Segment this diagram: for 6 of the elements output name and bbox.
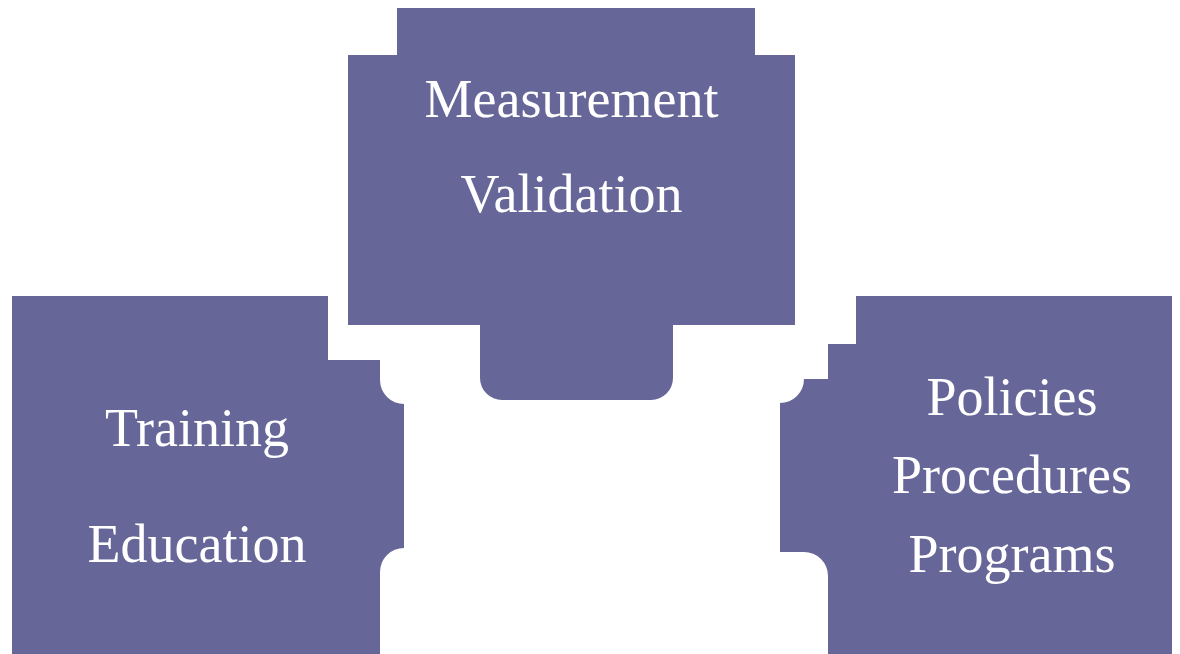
node-label: Measurement Validation [423,68,720,226]
puzzle-piece [780,296,1172,654]
node-label: Policies Procedures Programs [891,366,1133,586]
puzzle-piece [348,8,795,400]
puzzle-piece [12,296,404,654]
node-label: Training Education [86,397,308,577]
